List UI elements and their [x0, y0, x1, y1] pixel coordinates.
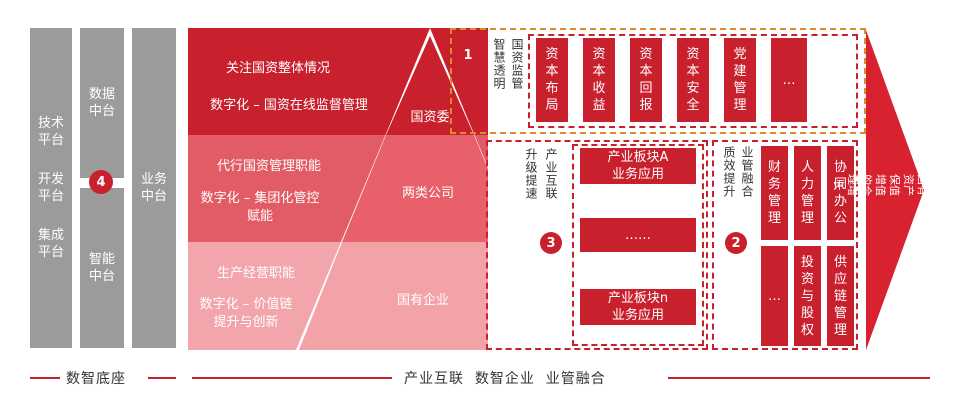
business-middle-platform: 业务中台	[132, 28, 176, 348]
cell-investment-equity: 投资与股权	[794, 246, 821, 346]
cell-capital-layout: 资本布局	[536, 38, 568, 122]
cell-collab-office: 协同办公	[827, 146, 854, 240]
band1-title: 关注国资整体情况	[225, 61, 330, 76]
bottom-label-left: 数智底座	[66, 371, 126, 387]
cell-industry-n: 产业板块n 业务应用	[580, 289, 696, 325]
box1-label-b: 国资监管	[510, 38, 524, 90]
data-middle-platform: 数据中台	[80, 28, 124, 178]
bottom-line-left-1	[30, 377, 60, 379]
box-smart-supervision	[450, 28, 866, 134]
platform-column-1: 技术平台 开发平台 集成平台	[30, 28, 72, 348]
band1-sub: 数字化 – 国资在线监督管理	[210, 98, 368, 113]
box3-label-b: 产业互联	[544, 148, 558, 200]
pyramid-label-soe: 国有企业	[396, 293, 449, 308]
pyramid-diagram	[188, 28, 488, 350]
cell-industry-more: ……	[580, 218, 696, 252]
cell-finance: 财务管理	[761, 146, 788, 240]
bottom-line-right-2	[668, 377, 930, 379]
arrow-label: 国有资产保值增值的合理增长	[832, 174, 929, 196]
platform-dev: 开发平台	[37, 172, 64, 204]
band3-sub: 数字化 – 价值链提升与创新	[199, 297, 293, 330]
band2-title: 代行国资管理职能	[216, 159, 321, 174]
pyramid-bottom	[299, 242, 488, 350]
pyramid-label-sasac: 国资委	[410, 110, 450, 125]
box2-label-b: 业管融合	[740, 146, 754, 198]
badge-4: 4	[89, 170, 113, 194]
pyramid-middle	[342, 135, 488, 242]
cell-capital-return: 资本回报	[630, 38, 662, 122]
bottom-line-left-2	[148, 377, 176, 379]
band2-sub: 数字化 – 集团化管控赋能	[200, 191, 320, 224]
cell-supply-chain: 供应链管理	[827, 246, 854, 346]
cell-more-2: …	[761, 246, 788, 346]
box1-inner	[528, 34, 858, 128]
value-arrow	[866, 30, 924, 350]
box3-label-a: 升级提速	[524, 148, 538, 200]
cell-capital-income: 资本收益	[583, 38, 615, 122]
box3-inner	[572, 144, 704, 346]
platform-integration: 集成平台	[37, 228, 64, 260]
badge-1: 1	[457, 44, 479, 66]
ai-middle-platform: 智能中台	[80, 188, 124, 348]
box-business-management	[712, 140, 858, 350]
cell-more-1: …	[771, 38, 807, 122]
box-industry-interconnect	[486, 140, 708, 350]
platform-tech: 技术平台	[37, 116, 64, 148]
cell-party-building: 党建管理	[724, 38, 756, 122]
box2-label-a: 质效提升	[722, 146, 736, 198]
badge-3: 3	[540, 232, 562, 254]
badge-2: 2	[725, 232, 747, 254]
cell-hr: 人力管理	[794, 146, 821, 240]
cell-industry-a: 产业板块A 业务应用	[580, 148, 696, 184]
pyramid-top	[386, 36, 474, 135]
band3-title: 生产经营职能	[216, 266, 295, 281]
bottom-label-right: 产业互联 数智企业 业管融合	[404, 371, 606, 387]
cell-capital-safety: 资本安全	[677, 38, 709, 122]
box1-label-a: 智慧透明	[492, 38, 506, 90]
pyramid-label-two-companies: 两类公司	[401, 186, 454, 201]
bottom-line-right-1	[192, 377, 392, 379]
